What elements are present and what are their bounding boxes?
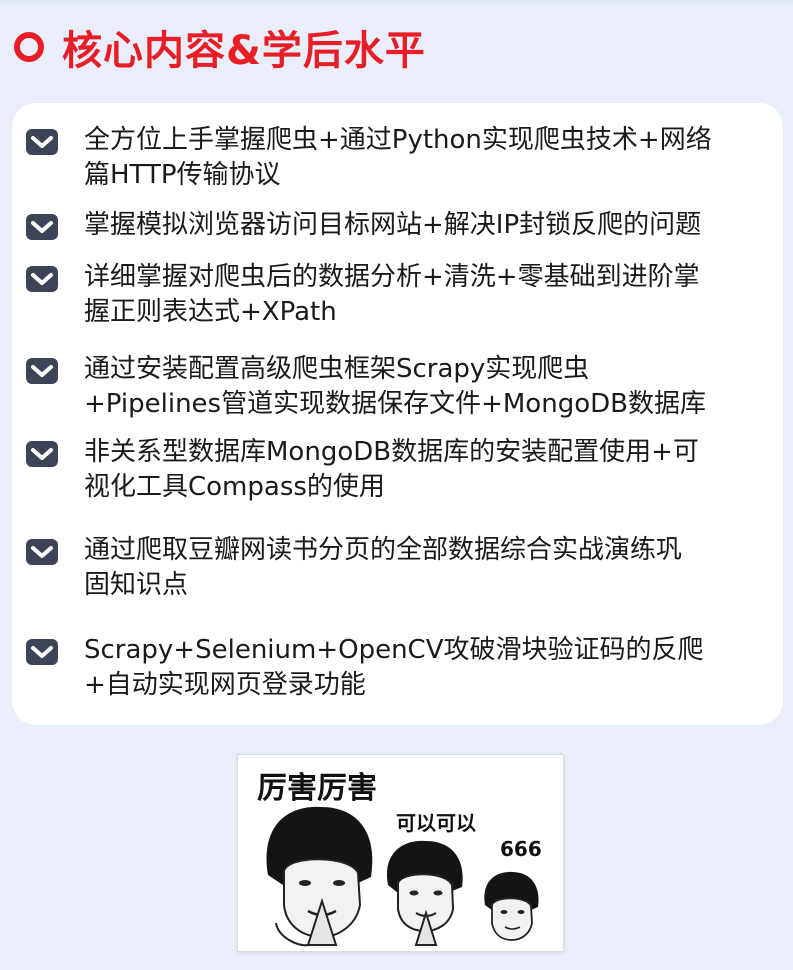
red-ring-icon <box>14 32 44 62</box>
list-item-text: 掌握模拟浏览器访问目标网站+解决IP封锁反爬的问题 <box>84 210 702 240</box>
check-chevron-icon <box>26 214 58 240</box>
list-item-text: 通过爬取豆瓣网读书分页的全部数据综合实战演练巩 固知识点 <box>84 535 683 600</box>
check-chevron-icon <box>26 358 58 384</box>
list-item-text: 详细掌握对爬虫后的数据分析+清洗+零基础到进阶掌 握正则表达式+XPath <box>84 262 700 327</box>
check-chevron-icon <box>26 441 58 467</box>
meme-title: 厉害厉害 <box>257 771 377 806</box>
bowl-cut-face-medium <box>386 840 463 946</box>
top-strip <box>0 0 793 6</box>
bowl-cut-face-large <box>266 806 373 947</box>
list-item-text: 非关系型数据库MongoDB数据库的安装配置使用+可 视化工具Compass的使… <box>84 437 699 502</box>
meme-illustration <box>266 806 539 947</box>
check-chevron-icon <box>26 129 58 155</box>
section-title: 核心内容&学后水平 <box>62 28 426 74</box>
check-chevron-icon <box>26 539 58 565</box>
check-chevron-icon <box>26 266 58 292</box>
list-item-text: Scrapy+Selenium+OpenCV攻破滑块验证码的反爬 +自动实现网页… <box>84 635 704 700</box>
section-heading: 核心内容&学后水平 <box>14 22 426 74</box>
list-item-text: 通过安装配置高级爬虫框架Scrapy实现爬虫 +Pipelines管道实现数据保… <box>84 354 706 419</box>
meme-caption-mid: 可以可以 <box>396 811 476 835</box>
check-chevron-icon <box>26 639 58 665</box>
meme-caption-num: 666 <box>500 837 542 861</box>
list-item-text: 全方位上手掌握爬虫+通过Python实现爬虫技术+网络 篇HTTP传输协议 <box>84 125 712 190</box>
bowl-cut-face-small <box>484 871 539 941</box>
content-card: 全方位上手掌握爬虫+通过Python实现爬虫技术+网络 篇HTTP传输协议 掌握… <box>12 103 783 725</box>
meme-sticker: 厉害厉害 可以可以 666 <box>237 754 564 952</box>
